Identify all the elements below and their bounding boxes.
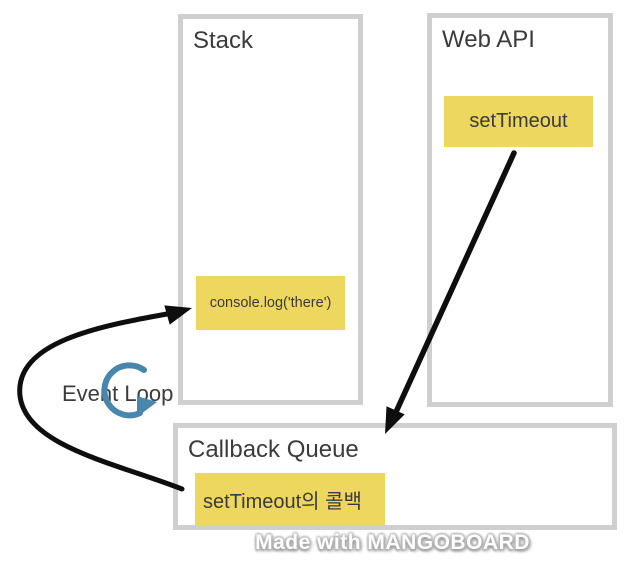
callback-queue-title: Callback Queue bbox=[188, 436, 359, 463]
settimeout-callback-chip: setTimeout의 콜백 bbox=[195, 473, 385, 525]
mangoboard-watermark: Made with MANGOBOARD bbox=[255, 531, 530, 554]
settimeout-chip: setTimeout bbox=[444, 96, 593, 147]
event-loop-label: Event Loop bbox=[62, 381, 174, 406]
stack-box: Stack bbox=[178, 14, 363, 405]
web-api-title: Web API bbox=[442, 26, 535, 53]
stack-title: Stack bbox=[193, 27, 254, 54]
web-api-box: Web API bbox=[427, 13, 613, 407]
console-log-chip: console.log('there') bbox=[196, 276, 345, 330]
